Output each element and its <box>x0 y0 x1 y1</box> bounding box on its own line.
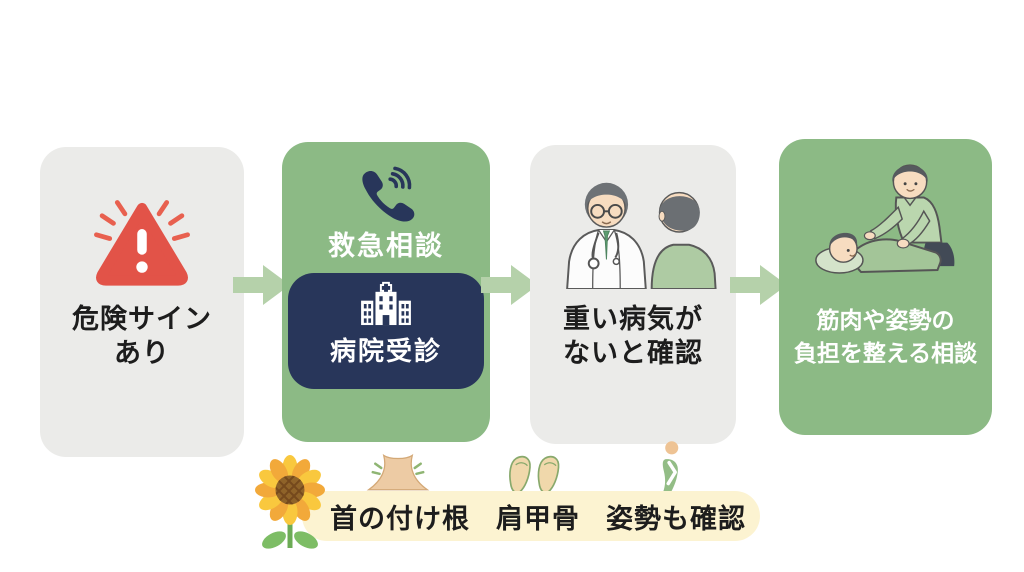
step-label-danger: 危険サイン あり <box>72 304 212 369</box>
step-label-confirm: 重い病気が ないと確認 <box>563 304 703 369</box>
phone-icon <box>353 164 419 222</box>
step-card-adjust: 筋肉や姿勢の 負担を整える相談 <box>779 139 992 435</box>
checkpoints-banner: 首の付け根 肩甲骨 姿勢も確認 <box>302 491 760 541</box>
step-card-confirm: 重い病気が ないと確認 <box>530 145 736 444</box>
hospital-visit-box: 病院受診 <box>288 273 484 389</box>
step-card-danger: 危険サイン あり <box>40 147 244 457</box>
arrow-right-icon <box>481 265 538 305</box>
emergency-consult-label: 救急相談 <box>328 231 444 261</box>
checkpoint-label-posture: 姿勢も確認 <box>606 503 746 534</box>
warning-icon <box>85 191 199 288</box>
hospital-icon <box>355 279 417 329</box>
posture-figure-icon <box>649 440 691 494</box>
flow-arrow-1 <box>233 263 290 307</box>
step-card-emergency: 救急相談 <box>282 142 490 442</box>
arrow-right-icon <box>233 265 290 305</box>
flow-arrow-3 <box>730 263 787 307</box>
step-label-adjust: 筋肉や姿勢の 負担を整える相談 <box>793 307 978 367</box>
flow-arrow-2 <box>481 263 538 307</box>
neck-base-icon <box>366 452 430 494</box>
doctor-patient-illustration <box>549 171 717 289</box>
sunflower-icon <box>250 452 330 557</box>
hospital-visit-label: 病院受診 <box>329 336 442 366</box>
massage-illustration <box>810 152 962 290</box>
arrow-right-icon <box>730 265 787 305</box>
shoulder-blade-icon <box>502 454 568 496</box>
checkpoint-label-shoulder-blade: 肩甲骨 <box>496 503 580 534</box>
checkpoint-label-neck: 首の付け根 <box>330 503 470 534</box>
